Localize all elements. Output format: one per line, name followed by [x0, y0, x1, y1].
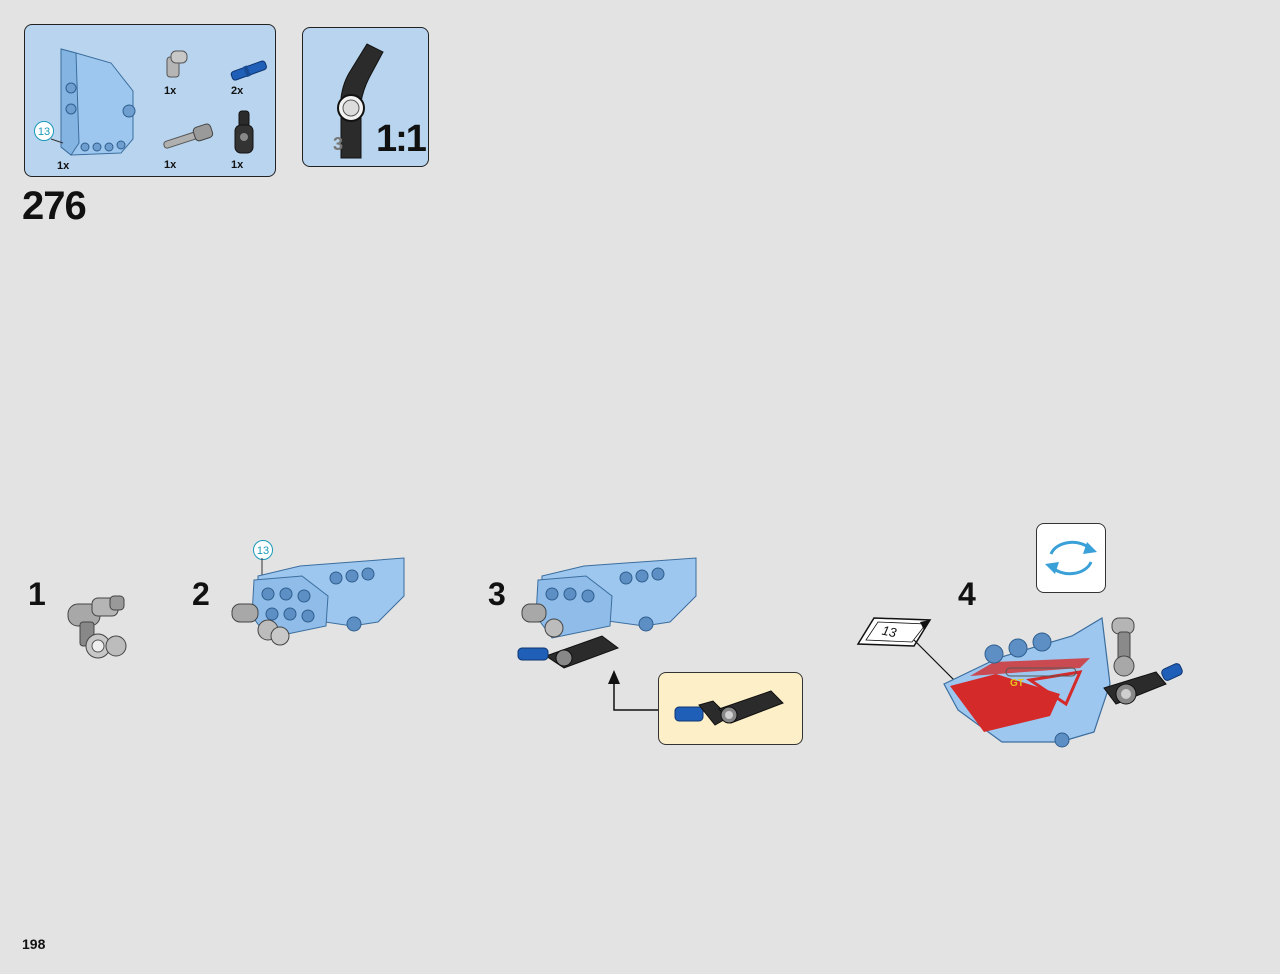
page-number: 198 — [22, 936, 46, 952]
sticker-marker: 13 — [34, 121, 54, 141]
grey-angle-connector — [166, 50, 188, 78]
svg-text:GT: GT — [1010, 678, 1024, 689]
insert-arrow-icon — [608, 670, 658, 711]
part-qty: 1x — [164, 159, 177, 171]
sub-step-1-assembly — [67, 595, 127, 659]
sticker-sheet — [856, 617, 965, 691]
sticker-sheet-label: 13 — [880, 622, 898, 641]
ruler-mark: 3 — [333, 134, 344, 154]
black-angle-connector — [234, 110, 254, 154]
callout-connector-part — [674, 690, 784, 726]
scale-label: 1:1 — [376, 118, 427, 160]
rotate-model-icon — [1036, 523, 1106, 593]
sub-step-2-assembly — [231, 557, 405, 646]
part-qty: 1x — [164, 85, 177, 97]
sub-step-3-assembly — [517, 557, 697, 669]
black-beam-part — [337, 43, 384, 159]
sticker-marker: 13 — [253, 540, 273, 560]
sub-step-number: 3 — [488, 576, 506, 612]
parts-list-panel: 13 1x 1x 2x 1x 1x — [24, 24, 276, 177]
sticker-number: 13 — [37, 126, 51, 138]
sub-step-number: 4 — [958, 576, 976, 612]
callout-panel — [658, 672, 803, 745]
blue-pin — [230, 60, 267, 81]
sticker-number: 13 — [256, 545, 270, 557]
grey-axle-pin — [163, 123, 214, 149]
step-number: 276 — [22, 184, 87, 228]
part-qty: 2x — [231, 85, 244, 97]
sub-step-4-assembly: GT — [943, 617, 1183, 748]
sub-step-number: 1 — [28, 576, 46, 612]
sub-step-number: 2 — [192, 576, 210, 612]
part-qty: 1x — [57, 160, 70, 172]
scale-box: 3 1:1 — [302, 27, 429, 167]
blue-panel-part — [50, 48, 136, 156]
part-qty: 1x — [231, 159, 244, 171]
